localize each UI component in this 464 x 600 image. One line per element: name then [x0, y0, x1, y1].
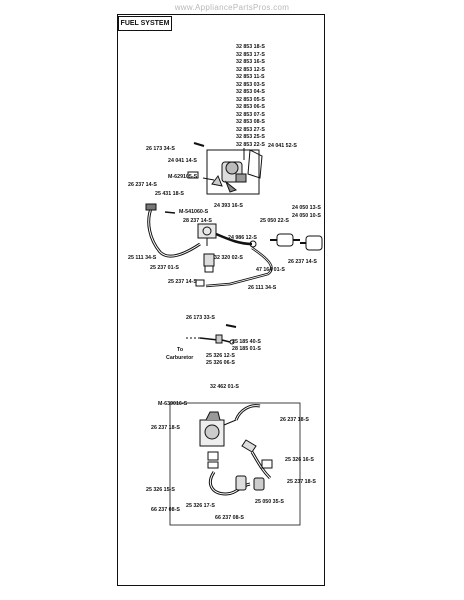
part-label: 25 237 18-S: [287, 479, 316, 485]
part-label: 25 050 22-S: [260, 218, 289, 224]
to-label: To: [177, 347, 184, 353]
screw-icon: [164, 211, 176, 214]
part-label: 32 462 01-S: [210, 384, 239, 390]
part-number: 32 853 08-S: [236, 119, 265, 125]
fuel-line: [215, 232, 253, 246]
part-number: 32 853 06-S: [236, 104, 265, 110]
part-number: 32 853 07-S: [236, 111, 265, 118]
part-label: 25 326 12-S: [206, 353, 235, 359]
part-label: 24 393 16-S: [214, 203, 243, 209]
clamp-icon: [207, 451, 219, 461]
part-label: 28 185 01-S: [232, 346, 261, 352]
part-label: 25 237 14-S: [168, 279, 197, 285]
part-number: 32 853 16-S: [236, 59, 265, 65]
part-label: 25 326 17-S: [186, 503, 215, 509]
hose-clamp: [145, 203, 157, 211]
clamp-icon: [249, 240, 257, 248]
fitting-icon: [203, 253, 215, 267]
part-label: 25 111 34-S: [128, 255, 157, 261]
part-number: 32 853 27-S: [236, 126, 265, 133]
part-number: 32 853 11-S: [236, 74, 265, 80]
carburetor-outline: [206, 149, 260, 195]
section-title: FUEL SYSTEM: [118, 16, 172, 31]
part-label: 28 237 14-S: [183, 218, 212, 224]
part-number: 32 853 17-S: [236, 51, 265, 58]
part-label: 25 431 18-S: [155, 191, 184, 197]
fitting-icon: [235, 475, 247, 491]
carburetor-icon: [206, 149, 260, 195]
carburetor-part-list: 32 853 18-S 32 853 17-S 32 853 16-S 32 8…: [236, 44, 265, 149]
part-label: 25 326 16-S: [285, 457, 314, 463]
clamp-icon: [195, 279, 205, 287]
clamp-icon: [207, 461, 219, 469]
clamp-icon: [261, 459, 273, 469]
part-number: 32 853 18-S: [236, 44, 265, 50]
part-label: 26 173 33-S: [186, 315, 215, 321]
part-number: 32 853 03-S: [236, 81, 265, 88]
part-label: 26 173 34-S: [146, 146, 175, 152]
pin-icon: [193, 142, 205, 147]
part-number: 32 853 12-S: [236, 66, 265, 73]
filter-housing-icon: [197, 223, 217, 246]
diagram-frame: [117, 14, 325, 586]
part-label: 47 164 01-S: [256, 267, 285, 273]
part-label: 25 326 15-S: [146, 487, 175, 493]
part-label: M-541060-S: [179, 209, 209, 215]
part-number: 32 853 04-S: [236, 89, 265, 95]
elbow-icon: [241, 439, 257, 453]
fuel-filter-icon: [300, 235, 323, 251]
clamp-icon: [204, 265, 214, 273]
part-label: M-639016-S: [158, 401, 188, 407]
part-label: 24 986 12-S: [228, 235, 257, 241]
part-label: 26 237 14-S: [128, 182, 157, 188]
valve-icon: [199, 334, 235, 345]
part-label: 26 237 18-S: [280, 417, 309, 423]
part-label: 66 237 08-S: [151, 507, 180, 513]
part-label: 26 237 14-S: [288, 259, 317, 265]
primer-group-box: [169, 402, 301, 526]
part-label: M-629105-S: [168, 174, 198, 180]
part-label: 26 111 34-S: [248, 285, 277, 291]
part-label: 25 185 40-S: [232, 339, 261, 345]
pin-icon: [225, 324, 237, 328]
part-label: 25 326 06-S: [206, 360, 235, 366]
part-label: 24 041 52-S: [268, 143, 297, 149]
part-label: 25 237 01-S: [150, 265, 179, 271]
gasket-icon: [247, 149, 263, 179]
fitting-icon: [253, 477, 265, 491]
part-label: 32 320 02-S: [214, 255, 243, 261]
part-label: 26 237 18-S: [151, 425, 180, 431]
fuel-filter-icon: [270, 233, 300, 247]
part-label: 24 050 13-S: [292, 205, 321, 211]
watermark: www.AppliancePartsPros.com: [174, 3, 290, 12]
carburetor-label: Carburetor: [166, 355, 194, 361]
part-number: 32 853 05-S: [236, 96, 265, 103]
part-label: 25 050 35-S: [255, 499, 284, 505]
part-number: 32 853 25-S: [236, 134, 265, 140]
gasket-small-icon: [187, 171, 199, 179]
part-label: 24 041 14-S: [168, 158, 197, 164]
part-label: 24 050 10-S: [292, 213, 321, 219]
primer-assembly-icon: [199, 411, 237, 447]
part-number: 32 853 22-S: [236, 141, 265, 148]
part-label: 66 237 08-S: [215, 515, 244, 521]
